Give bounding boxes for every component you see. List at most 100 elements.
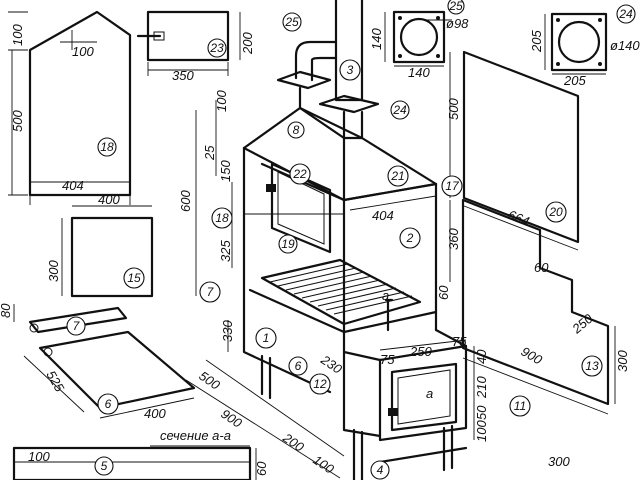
mark-a-2: a — [426, 386, 433, 401]
svg-text:22: 22 — [292, 167, 307, 181]
part-6a-tag: 6 — [288, 356, 308, 376]
part-6-plate — [23, 330, 196, 419]
dim-100-c: 100 — [214, 90, 229, 112]
svg-text:18: 18 — [100, 140, 114, 154]
part-13-plate — [449, 198, 616, 415]
svg-text:21: 21 — [390, 169, 404, 183]
part-5-tag: 5 — [94, 456, 114, 476]
part-7-bar — [13, 304, 128, 334]
part-24-flange — [544, 12, 608, 75]
part-11-tag: 11 — [509, 395, 531, 417]
dim-60-c: 60 — [254, 461, 269, 476]
svg-text:7: 7 — [207, 285, 215, 299]
dim-205-b: 205 — [563, 73, 586, 88]
dim-140-a: 140 — [369, 28, 384, 50]
dim-500-a: 500 — [10, 110, 25, 132]
svg-text:8: 8 — [293, 123, 300, 137]
part-7b-tag: 7 — [66, 316, 86, 336]
svg-text:12: 12 — [313, 377, 327, 391]
svg-text:4: 4 — [377, 463, 384, 477]
part-25b-tag: 25 — [447, 0, 465, 15]
part-1-tag: 1 — [255, 327, 277, 349]
svg-text:7: 7 — [73, 319, 81, 333]
dim-140-b: 140 — [408, 65, 430, 80]
part-2-tag: 2 — [399, 227, 421, 249]
svg-text:1: 1 — [263, 331, 270, 345]
part-15-plate — [61, 205, 154, 298]
part-25a-tag: 25 — [282, 12, 302, 32]
part-7a-tag: 7 — [199, 281, 221, 303]
dim-330: 330 — [220, 320, 235, 342]
part-5-strip — [12, 445, 257, 480]
part-12-tag: 12 — [309, 373, 331, 395]
svg-text:11: 11 — [514, 399, 526, 413]
dim-phi140: ø140 — [610, 38, 640, 53]
dim-25: 25 — [202, 145, 217, 161]
dim-60-b: 60 — [436, 285, 451, 300]
svg-text:19: 19 — [281, 237, 295, 251]
part-8-tag: 8 — [287, 121, 305, 139]
part-24a-tag: 24 — [390, 100, 410, 120]
svg-text:25: 25 — [448, 0, 463, 13]
part-18a-tag: 18 — [97, 137, 117, 157]
dim-360: 360 — [446, 228, 461, 250]
svg-text:20: 20 — [548, 205, 563, 219]
dim-100-d: 100 — [474, 420, 489, 442]
dim-500-b: 500 — [446, 98, 461, 120]
svg-text:17: 17 — [445, 179, 460, 193]
part-23-tag: 23 — [207, 38, 227, 58]
part-15-tag: 15 — [123, 267, 145, 289]
dim-400-a: 400 — [98, 192, 120, 207]
dim-325: 325 — [218, 240, 233, 262]
part-17-tag: 17 — [441, 175, 463, 197]
dim-300-b: 300 — [46, 260, 61, 282]
svg-text:24: 24 — [618, 7, 633, 21]
dim-200-a: 200 — [240, 32, 255, 55]
svg-text:15: 15 — [127, 271, 141, 285]
part-3-tag: 3 — [339, 59, 361, 81]
part-20-tag: 20 — [545, 201, 567, 223]
dim-205-a: 205 — [529, 30, 544, 53]
dim-250-a: 250 — [569, 310, 597, 337]
svg-text:13: 13 — [585, 359, 599, 373]
mark-a-1: a — [382, 288, 389, 303]
section-label: сечение a-a — [160, 428, 231, 443]
dim-350: 350 — [172, 68, 194, 83]
part-22-tag: 22 — [289, 163, 311, 185]
dim-230: 230 — [317, 351, 345, 377]
part-4-tag: 4 — [370, 460, 390, 480]
dim-250-b: 250 — [409, 344, 432, 359]
dim-404-b: 404 — [372, 208, 394, 223]
dim-900-a: 900 — [519, 344, 546, 368]
svg-text:18: 18 — [215, 211, 229, 225]
dim-400-b: 400 — [144, 406, 166, 421]
part-20-plate — [449, 50, 580, 251]
part-6b-tag: 6 — [97, 393, 119, 415]
dim-75-b: 75 — [452, 334, 467, 349]
svg-text:5: 5 — [101, 459, 108, 473]
dim-40: 40 — [474, 349, 489, 364]
part-25-flange — [384, 10, 452, 67]
dim-600: 600 — [178, 190, 193, 212]
part-23-plate — [136, 10, 241, 76]
dim-150: 150 — [218, 160, 233, 182]
dim-210: 210 — [474, 376, 489, 399]
svg-text:6: 6 — [105, 397, 112, 411]
svg-text:6: 6 — [295, 359, 302, 373]
part-13-tag: 13 — [581, 355, 603, 377]
grate-bars — [269, 263, 413, 315]
dim-phi98: ø98 — [446, 16, 469, 31]
part-21-tag: 21 — [387, 165, 409, 187]
svg-text:2: 2 — [406, 231, 414, 245]
dim-75-a: 75 — [380, 352, 395, 367]
part-19-tag: 19 — [278, 234, 298, 254]
part-24b-tag: 24 — [616, 4, 636, 24]
svg-text:25: 25 — [284, 15, 299, 29]
dim-300-c: 300 — [548, 454, 570, 469]
dim-100-a: 100 — [10, 24, 25, 46]
dim-50: 50 — [474, 405, 489, 420]
dim-300-a: 300 — [615, 350, 630, 372]
part-18b-tag: 18 — [211, 207, 233, 229]
main-assembly — [185, 0, 475, 480]
